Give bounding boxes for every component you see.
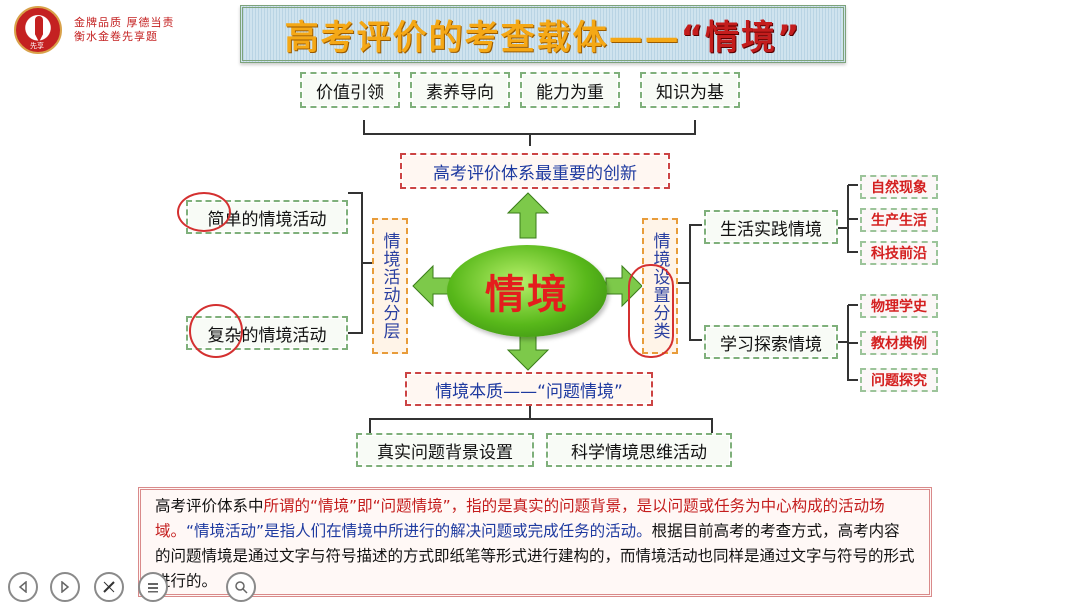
bottom-box-1: 真实问题背景设置 — [356, 433, 534, 467]
bottom-bracket — [369, 406, 713, 433]
annotation-circle-2 — [189, 304, 243, 358]
annotation-oval-right — [628, 264, 674, 358]
info-part-4: 根据目前高考的考查方式，高考内容的问题情境是通过文字与符号描述的方式即纸笔等形式… — [155, 522, 915, 590]
info-part-2: 所谓的“情境”即“问题情境”，指的是真实的问题背景，是以问题或任务为中心构成的活… — [155, 497, 885, 540]
prev-slide-button[interactable] — [8, 572, 38, 602]
right-sub-1-1: 自然现象 — [860, 175, 938, 199]
pen-tool-button[interactable] — [94, 572, 124, 602]
logo-text: 金牌品质 厚德当责 衡水金卷先享题 — [74, 16, 175, 44]
innovation-box: 高考评价体系最重要的创新 — [400, 153, 670, 189]
menu-button[interactable] — [138, 572, 168, 602]
annotation-circle-1 — [177, 192, 231, 232]
center-ellipse: 情境 — [447, 245, 607, 337]
info-box: 高考评价体系中所谓的“情境”即“问题情境”，指的是真实的问题背景，是以问题或任务… — [138, 487, 932, 597]
title-quoted: “情境” — [680, 17, 802, 58]
next-slide-button[interactable] — [50, 572, 80, 602]
right-sub-bracket-2 — [838, 304, 858, 381]
title-banner: 高考评价的考查载体—— “情境” — [240, 5, 846, 63]
center-label: 情境 — [485, 272, 569, 318]
right-sub-2-2: 教材典例 — [860, 331, 938, 355]
zoom-icon — [235, 581, 248, 594]
right-sub-1-2: 生产生活 — [860, 208, 938, 232]
right-sub-2-1: 物理学史 — [860, 294, 938, 318]
top-bracket — [363, 120, 696, 146]
right-item-2: 学习探索情境 — [704, 325, 838, 359]
essence-box: 情境本质——“问题情境” — [405, 372, 653, 406]
info-part-1: 高考评价体系中 — [155, 497, 264, 515]
arrow-left-icon — [412, 264, 451, 308]
logo-line-2: 衡水金卷先享题 — [74, 30, 158, 43]
right-sub-1-3: 科技前沿 — [860, 241, 938, 265]
right-item-1: 生活实践情境 — [704, 210, 838, 244]
right-bracket — [676, 224, 702, 341]
top-box-3: 能力为重 — [520, 72, 620, 108]
menu-icon — [148, 583, 158, 593]
top-box-2: 素养导向 — [410, 72, 510, 108]
top-box-1: 价值引领 — [300, 72, 400, 108]
right-sub-2-3: 问题探究 — [860, 368, 938, 392]
left-bracket — [348, 192, 372, 334]
arrow-up-icon — [506, 192, 550, 239]
logo-line-1: 金牌品质 厚德当责 — [74, 16, 175, 29]
arrow-down-icon — [506, 331, 550, 371]
logo: 先享 — [14, 6, 62, 54]
left-vertical-box: 情境活动分层 — [372, 218, 408, 354]
zoom-button[interactable] — [226, 572, 256, 602]
logo-seal: 先享 — [30, 42, 44, 50]
info-part-3: “情境活动”是指人们在情境中所进行的解决问题或完成任务的活动。 — [186, 522, 652, 540]
next-icon — [61, 581, 70, 593]
bottom-box-2: 科学情境思维活动 — [546, 433, 732, 467]
pen-nib-icon — [35, 16, 43, 42]
title-main: 高考评价的考查载体—— — [284, 17, 681, 58]
right-sub-bracket-1 — [838, 184, 858, 253]
prev-icon — [18, 581, 27, 593]
top-box-4: 知识为基 — [640, 72, 740, 108]
pen-icon — [103, 581, 115, 593]
